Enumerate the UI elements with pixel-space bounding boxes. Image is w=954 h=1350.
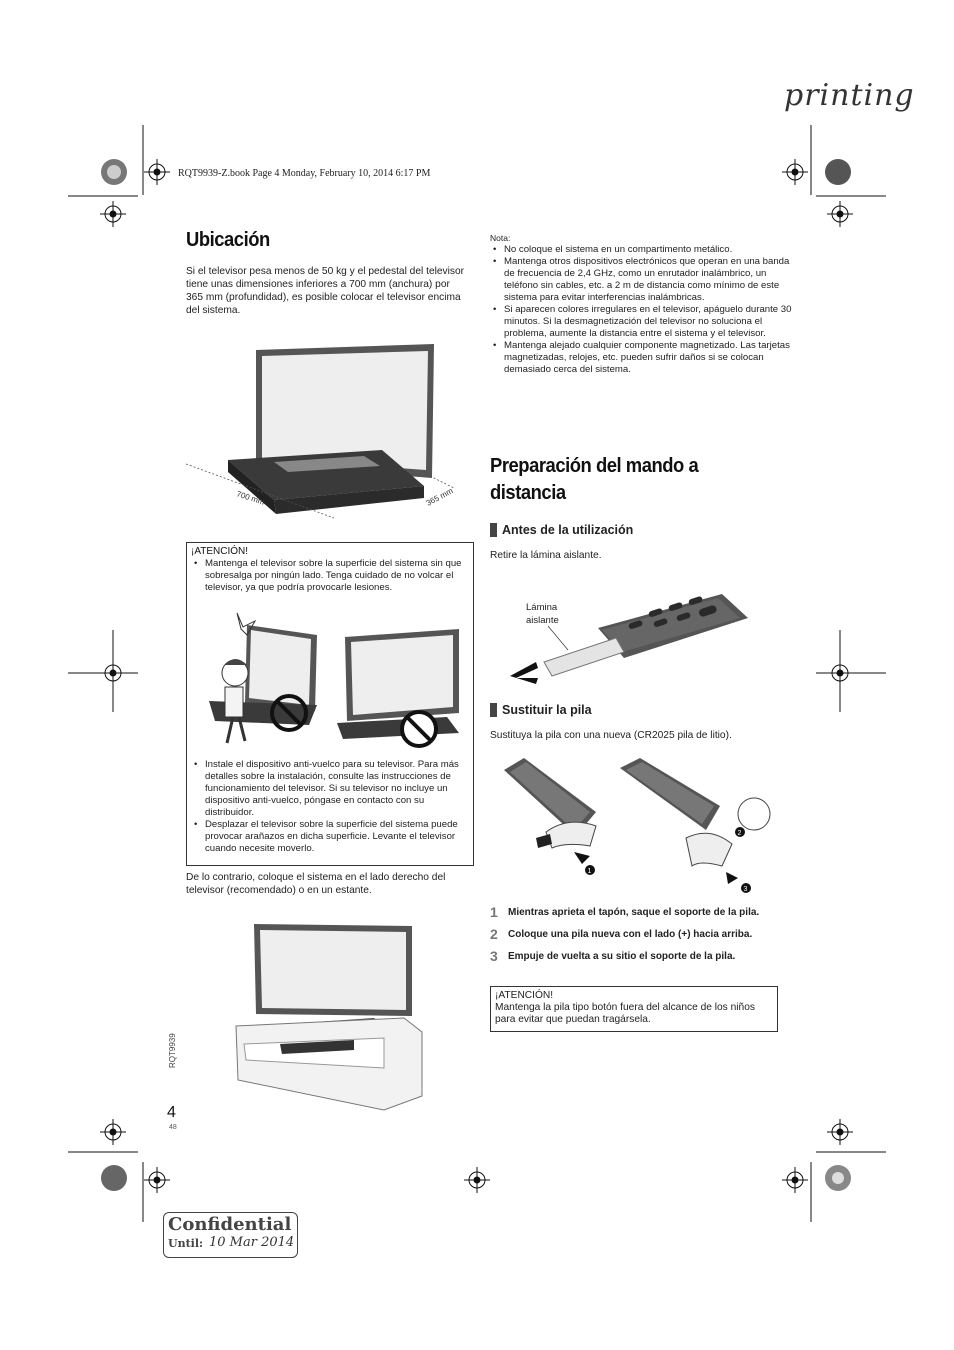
confidential-stamp: Confidential Until: 10 Mar 2014	[163, 1212, 298, 1258]
caution-item: Desplazar el televisor sobre la superfic…	[194, 819, 475, 855]
section-title-ubicacion: Ubicación	[186, 229, 270, 251]
caution-box-right: ¡ATENCIÓN! Mantenga la pila tipo botón f…	[490, 986, 778, 1032]
printing-stamp: printing	[784, 78, 915, 113]
note-item: Si aparecen colores irregulares en el te…	[493, 304, 792, 340]
tv-tip-warning-illustration	[209, 612, 459, 748]
page-sub-number: 48	[169, 1124, 177, 1131]
caution-item: Instale el dispositivo anti-vuelco para …	[194, 759, 475, 819]
page-number: 4	[167, 1104, 176, 1121]
subhead-sustituir-label: Sustituir la pila	[502, 703, 592, 717]
step-item: 1 Mientras aprieta el tapón, saque el so…	[490, 904, 780, 920]
steps-list: 1 Mientras aprieta el tapón, saque el so…	[490, 904, 780, 964]
subhead-bar	[490, 523, 497, 537]
book-header: RQT9939-Z.book Page 4 Monday, February 1…	[178, 168, 431, 179]
left-title-wrap: Ubicación	[186, 229, 476, 252]
antes-text: Retire la lámina aislante.	[490, 550, 602, 561]
confidential-title: Confidential	[168, 1214, 292, 1235]
right-title-wrap: Preparación del mando a distancia	[490, 453, 780, 507]
step-text: Mientras aprieta el tapón, saque el sopo…	[508, 907, 760, 918]
battery-replace-illustration: 1 2 3	[504, 758, 771, 893]
ubicacion-intro: Si el televisor pesa menos de 50 kg y el…	[186, 266, 465, 316]
subhead-antes-label: Antes de la utilización	[502, 523, 634, 537]
remote-sheet-illustration: Lámina aislante	[510, 594, 748, 684]
page-code: RQT9939	[168, 1033, 177, 1068]
caution-item: Mantenga el televisor sobre la superfici…	[194, 558, 475, 594]
step-text: Empuje de vuelta a su sitio el soporte d…	[508, 951, 736, 962]
until-date: 10 Mar 2014	[209, 1235, 295, 1250]
subhead-bar	[490, 703, 497, 717]
otherwise-text: De lo contrario, coloque el sistema en e…	[186, 872, 446, 896]
step-text: Coloque una pila nueva con el lado (+) h…	[508, 929, 753, 940]
fig-mark: 1	[588, 868, 592, 875]
caution-list-left-2: Instale el dispositivo anti-vuelco para …	[191, 759, 475, 855]
note-item: No coloque el sistema en un compartiment…	[493, 244, 792, 256]
step-number: 2	[490, 926, 498, 942]
step-number: 1	[490, 904, 498, 920]
subhead-antes: Antes de la utilización	[490, 523, 633, 537]
tv-on-shelf-illustration	[235, 924, 423, 1111]
step-item: 3 Empuje de vuelta a su sitio el soporte…	[490, 948, 780, 964]
fig-mark: 3	[744, 886, 748, 893]
caution-title-left: ¡ATENCIÓN!	[191, 546, 249, 557]
notes-list: No coloque el sistema en un compartiment…	[490, 244, 792, 376]
dim-depth-label: 365 mm	[425, 486, 455, 508]
section-title-mando: Preparación del mando a distancia	[490, 453, 757, 507]
sustituir-text: Sustituya la pila con una nueva (CR2025 …	[490, 730, 732, 741]
title-line-2: distancia	[490, 482, 566, 504]
note-item: Mantenga alejado cualquier componente ma…	[493, 340, 792, 376]
sheet-label-line2: aislante	[526, 615, 559, 626]
title-line-1: Preparación del mando a	[490, 455, 699, 477]
caution-list-left-1: Mantenga el televisor sobre la superfici…	[191, 558, 475, 594]
tv-on-system-illustration: 700 mm 365 mm	[185, 344, 455, 519]
note-item: Mantenga otros dispositivos electrónicos…	[493, 256, 792, 304]
subhead-sustituir: Sustituir la pila	[490, 703, 592, 717]
note-label: Nota:	[490, 233, 511, 243]
caution-box-left: ¡ATENCIÓN! Mantenga el televisor sobre l…	[186, 542, 474, 866]
step-item: 2 Coloque una pila nueva con el lado (+)…	[490, 926, 780, 942]
until-label: Until:	[168, 1237, 204, 1250]
fig-mark: 2	[738, 830, 742, 837]
sheet-label-line1: Lámina	[526, 602, 558, 613]
caution-text-right: Mantenga la pila tipo botón fuera del al…	[495, 1002, 755, 1025]
step-number: 3	[490, 948, 498, 964]
caution-title-right: ¡ATENCIÓN!	[495, 990, 554, 1001]
